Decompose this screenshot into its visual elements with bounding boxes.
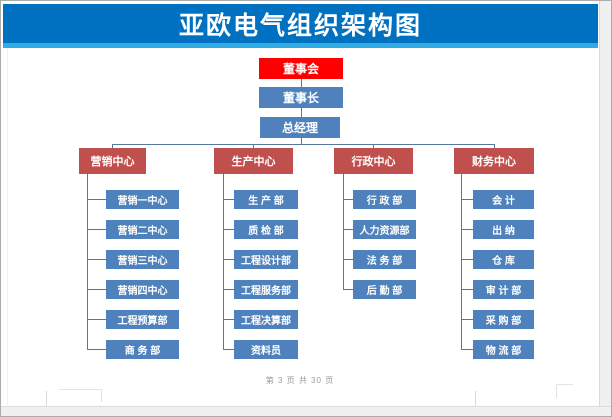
connector bbox=[461, 319, 473, 320]
table-corner-mark bbox=[59, 389, 102, 390]
table-corner-mark bbox=[556, 384, 573, 385]
connector bbox=[223, 174, 224, 349]
connector bbox=[87, 289, 106, 290]
connector bbox=[223, 259, 234, 260]
org-node-child: 营销三中心 bbox=[106, 250, 179, 269]
org-node-child: 工程决算部 bbox=[234, 310, 298, 329]
table-column-mark bbox=[475, 391, 476, 406]
org-node-child: 营销二中心 bbox=[106, 220, 179, 239]
connector bbox=[87, 174, 88, 349]
connector bbox=[87, 259, 106, 260]
connector bbox=[223, 349, 234, 350]
org-node-child: 商 务 部 bbox=[106, 340, 179, 359]
connector bbox=[87, 199, 106, 200]
org-node-child: 出 纳 bbox=[473, 220, 534, 239]
right-gutter bbox=[599, 1, 611, 416]
connector bbox=[301, 108, 302, 117]
org-node-general-manager: 总经理 bbox=[260, 117, 340, 138]
org-node-child: 仓 库 bbox=[473, 250, 534, 269]
org-node-child: 营销一中心 bbox=[106, 190, 179, 209]
org-node-chairman: 董事长 bbox=[259, 87, 343, 108]
org-node-production-center: 生产中心 bbox=[214, 148, 293, 174]
connector bbox=[223, 229, 234, 230]
bottom-gutter bbox=[1, 406, 611, 416]
connector bbox=[343, 289, 353, 290]
org-node-admin-center: 行政中心 bbox=[334, 148, 413, 174]
connector bbox=[223, 199, 234, 200]
connector bbox=[87, 319, 106, 320]
connector bbox=[253, 144, 254, 149]
org-node-child: 工程服务部 bbox=[234, 280, 298, 299]
connector bbox=[223, 319, 234, 320]
org-node-child: 资料员 bbox=[234, 340, 298, 359]
connector bbox=[343, 229, 353, 230]
connector bbox=[112, 144, 113, 149]
org-node-child: 质 检 部 bbox=[234, 220, 298, 239]
connector bbox=[461, 199, 473, 200]
org-node-child: 法 务 部 bbox=[353, 250, 416, 269]
org-node-child: 会 计 bbox=[473, 190, 534, 209]
table-column-mark bbox=[46, 391, 47, 406]
page-number: 第 3 页 共 30 页 bbox=[265, 376, 335, 385]
org-node-board: 董事会 bbox=[259, 58, 343, 79]
connector bbox=[343, 199, 353, 200]
connector bbox=[301, 79, 302, 87]
org-node-marketing-center: 营销中心 bbox=[79, 148, 146, 174]
org-node-finance-center: 财务中心 bbox=[454, 148, 534, 174]
banner-accent-strip bbox=[3, 43, 598, 48]
connector bbox=[461, 229, 473, 230]
org-node-child: 审 计 部 bbox=[473, 280, 534, 299]
org-node-child: 人力资源部 bbox=[353, 220, 416, 239]
org-node-child: 后 勤 部 bbox=[353, 280, 416, 299]
org-node-child: 物 流 部 bbox=[473, 340, 534, 359]
page-title: 亚欧电气组织架构图 bbox=[178, 11, 422, 40]
connector bbox=[301, 137, 302, 144]
org-node-child: 工程设计部 bbox=[234, 250, 298, 269]
connector bbox=[343, 174, 344, 289]
connector bbox=[343, 259, 353, 260]
org-node-child: 营销四中心 bbox=[106, 280, 179, 299]
connector bbox=[461, 349, 473, 350]
connector bbox=[494, 144, 495, 149]
connector bbox=[87, 349, 106, 350]
org-node-child: 生 产 部 bbox=[234, 190, 298, 209]
table-corner-mark bbox=[101, 389, 102, 402]
connector bbox=[461, 259, 473, 260]
connector bbox=[461, 174, 462, 349]
connector bbox=[461, 289, 473, 290]
table-left-border bbox=[7, 48, 8, 406]
org-node-child: 行 政 部 bbox=[353, 190, 416, 209]
connector bbox=[373, 144, 374, 149]
org-node-child: 工程预算部 bbox=[106, 310, 179, 329]
table-corner-mark bbox=[556, 384, 557, 398]
connector bbox=[112, 144, 495, 145]
connector bbox=[87, 229, 106, 230]
org-node-child: 采 购 部 bbox=[473, 310, 534, 329]
title-banner: 亚欧电气组织架构图 bbox=[3, 4, 598, 43]
connector bbox=[223, 289, 234, 290]
